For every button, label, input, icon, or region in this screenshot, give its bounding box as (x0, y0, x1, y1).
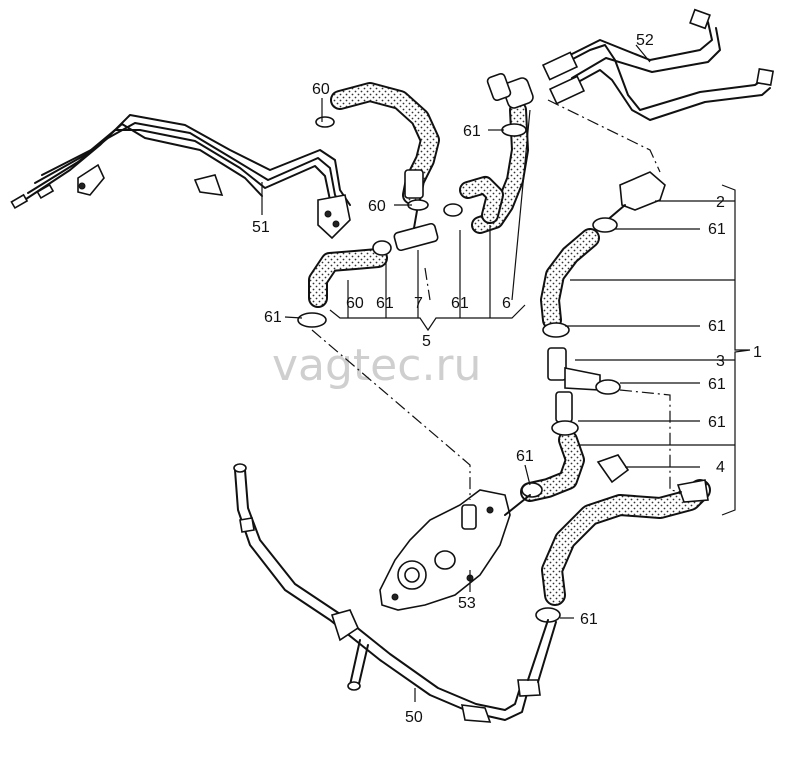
label-5: 5 (422, 333, 431, 350)
label-52: 52 (636, 32, 654, 49)
pipes-52 (541, 8, 775, 121)
label-60-top: 60 (312, 81, 330, 98)
label-1: 1 (753, 344, 762, 361)
watermark-text: vagtec.ru (272, 340, 481, 391)
label-60-mid: 60 (368, 198, 386, 215)
label-61-r4: 61 (708, 414, 726, 431)
label-60-low: 60 (346, 295, 364, 312)
label-50: 50 (405, 709, 423, 726)
label-4: 4 (716, 459, 725, 476)
label-61-bracket: 61 (376, 295, 394, 312)
pipe-50 (233, 463, 557, 723)
label-61-left: 61 (264, 309, 282, 326)
label-61-r2: 61 (708, 318, 726, 335)
label-61-top: 61 (463, 123, 481, 140)
label-61-mid: 61 (516, 448, 534, 465)
hose-clamps (297, 116, 621, 623)
callout-labels: 60 60 60 61 61 61 61 61 61 61 61 61 61 1… (252, 32, 762, 726)
leader-lines (284, 44, 751, 702)
label-61-bracket-2: 61 (451, 295, 469, 312)
housing-53 (379, 489, 531, 611)
label-2: 2 (716, 194, 725, 211)
label-61-r1: 61 (708, 221, 726, 238)
pipe-bundle-51 (10, 114, 351, 240)
label-51: 51 (252, 219, 270, 236)
label-61-r3: 61 (708, 376, 726, 393)
label-61-bottom: 61 (580, 611, 598, 628)
label-7: 7 (414, 295, 423, 312)
label-53: 53 (458, 595, 476, 612)
label-3: 3 (716, 353, 725, 370)
label-6: 6 (502, 295, 511, 312)
